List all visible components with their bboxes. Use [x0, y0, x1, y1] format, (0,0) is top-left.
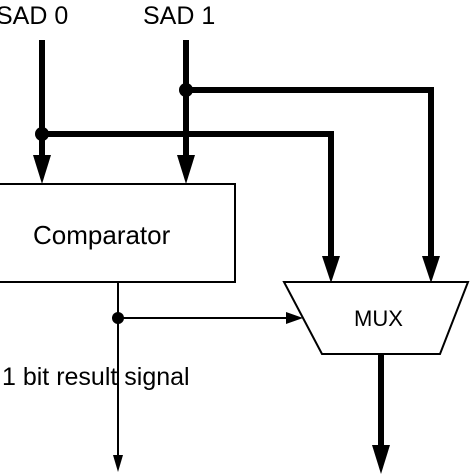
sad1-label: SAD 1 [143, 2, 216, 30]
sad0-to-mux-wire [42, 131, 334, 258]
comparator-block [0, 183, 236, 283]
comparator-label: Comparator [33, 220, 171, 250]
sad1-to-mux-wire [186, 87, 434, 258]
sad0-comparator-arrowhead [33, 155, 51, 184]
result-output-arrowhead [113, 455, 123, 472]
select-signal-arrowhead [286, 312, 303, 324]
sad0-mux-arrowhead [322, 256, 340, 283]
mux-block [282, 281, 470, 355]
sad1-comparator-arrowhead [177, 155, 195, 184]
result-signal-label: 1 bit result signal [2, 363, 190, 391]
sad1-mux-arrowhead [422, 256, 440, 283]
mux-label: MUX [354, 306, 403, 331]
sad0-label: SAD 0 [0, 2, 69, 30]
mux-output-arrowhead [372, 445, 390, 474]
